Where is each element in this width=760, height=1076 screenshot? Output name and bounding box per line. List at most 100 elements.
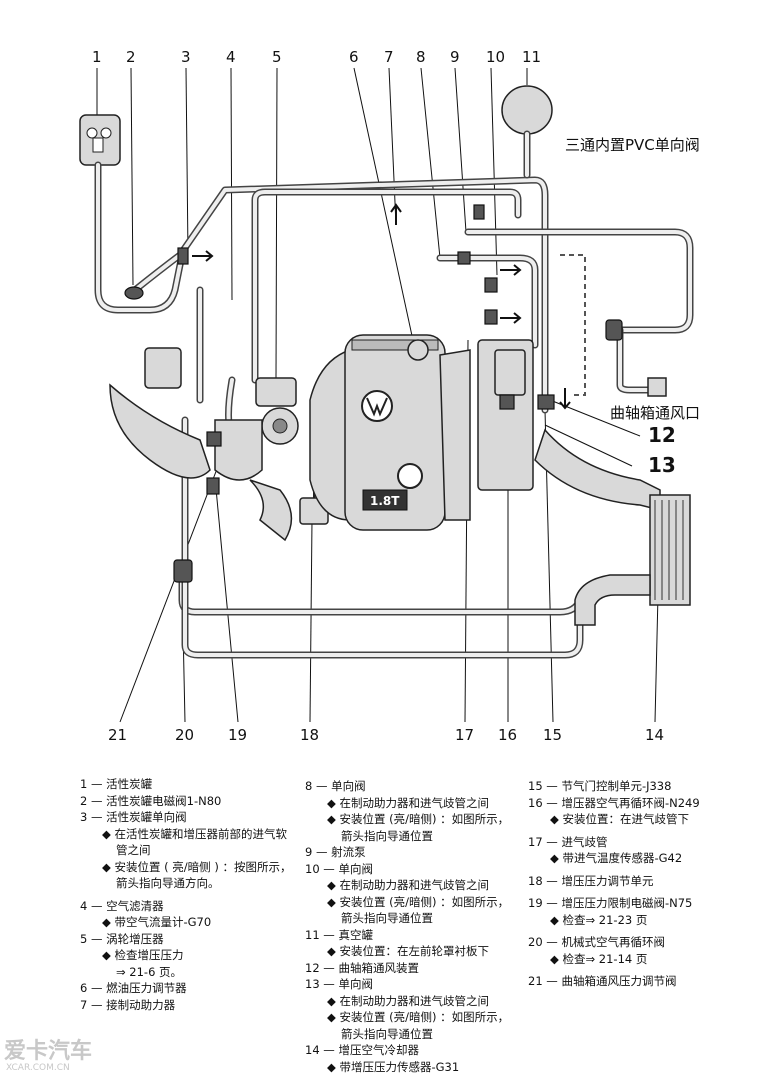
legend-note: ◆ 在制动助力器和进气歧管之间 [327,878,489,892]
bottom-callout-numbers: 21 20 19 18 17 16 15 14 [108,726,664,744]
legend-note: ◆ 安装位置：在左前轮罩衬板下 [327,944,489,958]
callout-9: 9 [450,48,460,66]
intake-hose-front [109,383,211,479]
callout-5: 5 [272,48,282,66]
callout-20: 20 [175,726,194,744]
callout-3: 3 [181,48,191,66]
flow-arrow-icon [500,312,522,324]
legend-note: ⇒ 21-6 页。 [116,964,183,979]
callout-12: 12 [648,423,676,447]
legend-column-2: 8 — 单向阀 ◆ 在制动助力器和进气歧管之间 ◆ 安装位置 (亮/暗侧) ：如图所… [305,778,509,1075]
legend-item: 1 — 活性炭罐 [80,777,153,791]
callout-19: 19 [228,726,247,744]
legend-note: ◆ 带空气流量计-G70 [102,915,212,929]
legend-item: 8 — 单向阀 [305,779,366,793]
callout-11: 11 [522,48,541,66]
watermark-url: XCAR.COM.CN [6,1063,70,1072]
legend-note: ◆ 带进气温度传感器-G42 [550,851,683,865]
mechanical-recirculation-valve [173,559,193,583]
callout-18: 18 [300,726,319,744]
legend-item: 15 — 节气门控制单元-J338 [528,779,672,793]
legend-item: 18 — 增压压力调节单元 [528,873,654,888]
flow-arrow-icon [559,388,571,410]
legend-item: 19 — 增压压力限制电磁阀-N75 [528,896,693,910]
flow-arrow-icon [500,264,522,276]
legend-note: ◆ 带增压压力传感器-G31 [327,1059,460,1074]
legend-item: 9 — 射流泵 [305,845,366,859]
legend-note: ◆ 检查⇒ 21-23 页 [550,912,648,927]
charcoal-canister [79,114,121,166]
boost-recirculation-valve [499,394,515,410]
legend-note: 箭头指向导通位置 [341,911,433,925]
callout-17: 17 [455,726,474,744]
legend-note: ◆ 安装位置：在进气歧管下 [550,812,689,826]
crankcase-vent [647,377,667,397]
legend-item: 5 — 涡轮增压器 [80,931,164,946]
legend-note: ◆ 安装位置 ( 亮/暗侧 ) ：按图所示， [102,859,292,874]
legend-item: 11 — 真空罐 [305,927,373,942]
legend-item: 14 — 增压空气冷却器 [305,1043,419,1057]
legend-column-3: 15 — 节气门控制单元-J338 16 — 增压器空气再循环阀-N249 ◆ 安装… [528,778,700,990]
legend-item: 10 — 单向阀 [305,861,373,876]
check-valve-upper [473,204,485,220]
callout-10: 10 [486,48,505,66]
site-watermark: 爱卡汽车 XCAR.COM.CN [4,1038,92,1072]
legend-item: 21 — 曲轴箱通风压力调节阀 [528,974,677,988]
legend-note: ◆ 在活性炭罐和增压器前部的进气软 [102,826,287,841]
check-valve-8 [484,309,498,325]
annotation-vent: 曲轴箱通风口 [610,404,700,422]
top-callout-numbers: 1 2 3 4 5 6 7 8 9 10 11 [92,48,541,66]
callout-16: 16 [498,726,517,744]
charcoal-check-valve [177,247,189,265]
legend-item: 13 — 单向阀 [305,977,373,991]
legend-note: ◆ 安装位置 (亮/暗侧) ：如图所示， [327,1010,510,1024]
callout-7: 7 [384,48,394,66]
callout-6: 6 [349,48,359,66]
engine-badge: 1.8T [370,494,400,508]
callout-1: 1 [92,48,102,66]
legend-item: 7 — 接制动助力器 [80,997,176,1012]
vacuum-reservoir [501,85,553,179]
crankcase-pressure-regulator [206,431,222,447]
legend-item: 16 — 增压器空气再循环阀-N249 [528,795,700,810]
legend-note: ◆ 安装位置 (亮/暗侧) ：如图所示， [327,894,510,909]
throttle-control-unit [537,394,555,410]
callout-2: 2 [126,48,136,66]
legend-note: ◆ 检查增压压力 [102,948,184,962]
engine-vacuum-hose-diagram: 1 2 3 4 5 6 7 8 9 10 11 [79,48,700,744]
legend-note: 箭头指向导通位置 [341,828,433,843]
intake-manifold [477,339,534,491]
check-valve-10 [484,277,498,293]
watermark-logo: 爱卡汽车 [4,1038,92,1064]
flow-arrow-icon [192,250,214,262]
legend-item: 17 — 进气歧管 [528,834,608,849]
engine-block: 1.8T [309,334,471,531]
pvc-check-valve [605,319,623,341]
legend-note: 管之间 [116,843,151,857]
legend-note: ◆ 在制动助力器和进气歧管之间 [327,795,489,810]
dashed-vacuum-line [560,254,586,396]
charcoal-solenoid-valve [124,286,144,300]
legend-item: 6 — 燃油压力调节器 [80,981,187,995]
annotation-pvc: 三通内置PVC单向阀 [565,136,700,154]
legend-note: 箭头指向导通位置 [341,1026,433,1041]
jet-pump [457,251,471,265]
legend-note: ◆ 在制动助力器和进气歧管之间 [327,993,489,1008]
callout-13: 13 [648,453,676,477]
legend-note: ◆ 检查⇒ 21-14 页 [550,951,648,966]
legend-note: ◆ 安装位置 (亮/暗侧) ：如图所示， [327,812,510,826]
callout-8: 8 [416,48,426,66]
charge-air-cooler [534,428,691,626]
callout-4: 4 [226,48,236,66]
turbocharger [214,377,299,542]
legend-item: 20 — 机械式空气再循环阀 [528,935,665,949]
callout-21: 21 [108,726,127,744]
legend-item: 3 — 活性炭罐单向阀 [80,810,187,824]
legend-note: 箭头指向导通方向。 [116,876,220,890]
callout-15: 15 [543,726,562,744]
flow-arrow-icon [390,203,402,225]
legend-item: 4 — 空气滤清器 [80,898,164,913]
boost-limit-solenoid [206,477,220,495]
